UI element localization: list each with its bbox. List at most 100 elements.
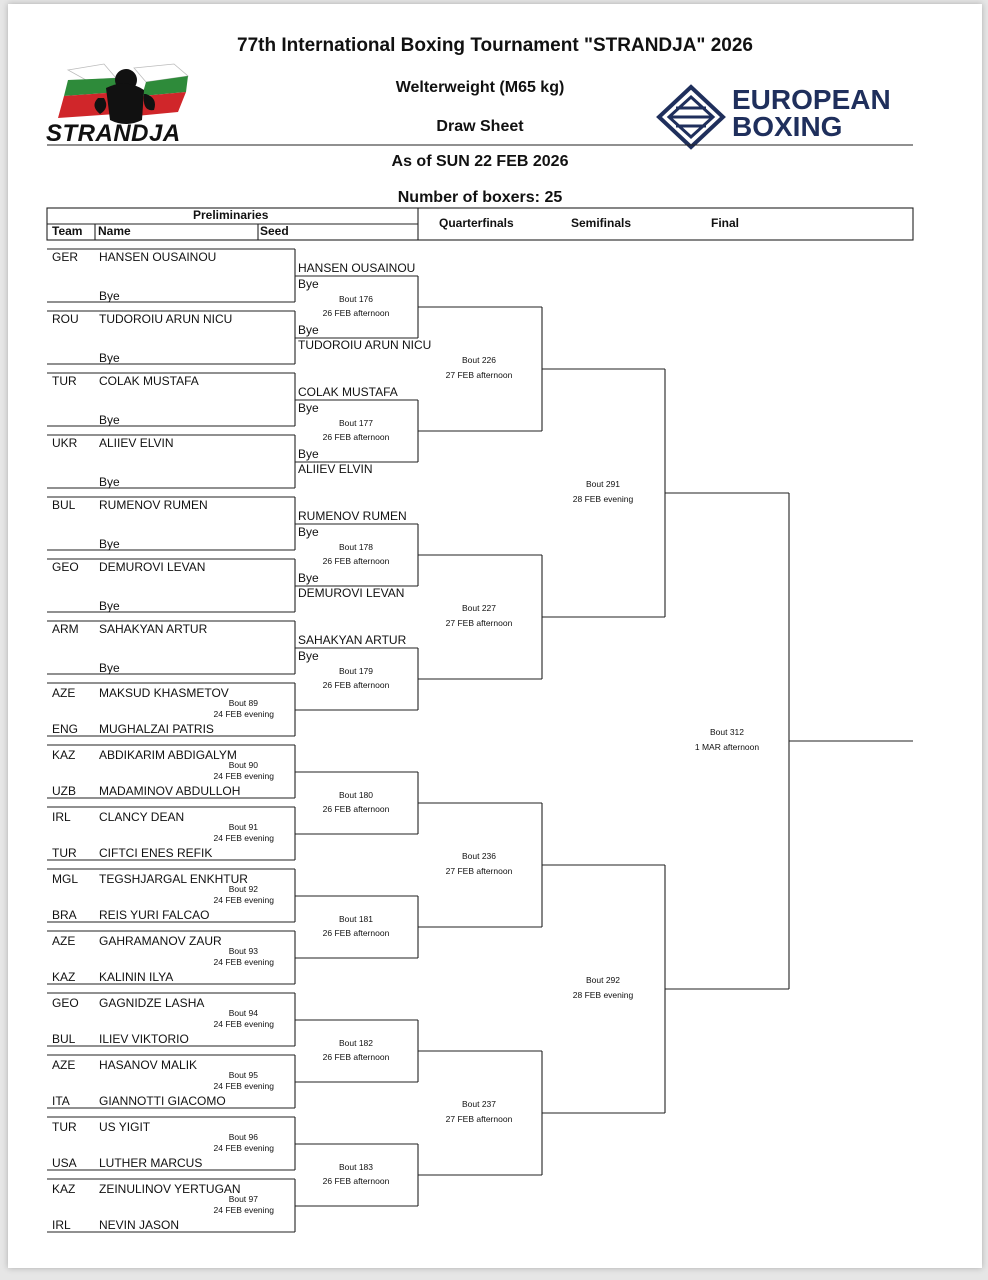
eb-word-1: EUROPEAN (732, 84, 891, 115)
team-code: AZE (52, 1058, 76, 1072)
bout-time: 24 FEB evening (213, 1143, 274, 1153)
team-code: MGL (52, 872, 79, 886)
boxer-name: CLANCY DEAN (99, 810, 185, 824)
bout-number: Bout 89 (228, 698, 258, 708)
bye-label: Bye (298, 649, 319, 663)
boxer-name: MUGHALZAI PATRIS (99, 722, 214, 736)
bye-label: Bye (99, 289, 120, 303)
bye-label: Bye (99, 599, 120, 613)
page-title: 77th International Boxing Tournament "ST… (237, 35, 753, 56)
team-code: KAZ (52, 1182, 76, 1196)
bout-time: 24 FEB evening (213, 895, 274, 905)
bout-time: 24 FEB evening (213, 833, 274, 843)
bout-time: 27 FEB afternoon (445, 370, 513, 380)
bout-number: Bout 227 (461, 603, 497, 613)
r16-winner: TUDOROIU ARUN NICU (298, 338, 432, 352)
boxer-name: LUTHER MARCUS (99, 1156, 203, 1170)
bout-number: Bout 179 (338, 666, 374, 676)
bye-label: Bye (298, 447, 319, 461)
team-code: AZE (52, 686, 76, 700)
bout-time: 28 FEB evening (572, 494, 634, 504)
bout-time: 27 FEB afternoon (445, 618, 513, 628)
r16-winner: DEMUROVI LEVAN (298, 586, 405, 600)
col-seed: Seed (260, 224, 289, 238)
boxer-name: COLAK MUSTAFA (99, 374, 199, 388)
bye-label: Bye (99, 413, 120, 427)
bout-number: Bout 182 (338, 1038, 374, 1048)
col-preliminaries: Preliminaries (193, 208, 269, 222)
strandja-wordmark: STRANDJA (46, 120, 181, 147)
bye-label: Bye (99, 475, 120, 489)
bout-number: Bout 292 (585, 975, 621, 985)
team-code: UZB (52, 784, 76, 798)
bout-time: 27 FEB afternoon (445, 866, 513, 876)
bout-time: 26 FEB afternoon (322, 928, 390, 938)
boxer-name: DEMUROVI LEVAN (99, 560, 206, 574)
team-code: TUR (52, 846, 77, 860)
ring-diamond-icon (656, 84, 726, 150)
bout-time: 1 MAR afternoon (694, 742, 760, 752)
bout-number: Bout 90 (228, 760, 258, 770)
team-code: GEO (52, 996, 79, 1010)
bout-number: Bout 180 (338, 790, 374, 800)
bout-time: 27 FEB afternoon (445, 1114, 513, 1124)
r16-winner: RUMENOV RUMEN (298, 509, 407, 523)
bye-label: Bye (298, 401, 319, 415)
r16-winner: COLAK MUSTAFA (298, 385, 398, 399)
bracket-lines (46, 144, 914, 1233)
team-code: GEO (52, 560, 79, 574)
eb-word-2: BOXING (732, 111, 843, 142)
bout-time: 24 FEB evening (213, 709, 274, 719)
col-final: Final (711, 216, 740, 230)
col-team: Team (52, 224, 83, 238)
bout-number: Bout 95 (228, 1070, 258, 1080)
team-code: ENG (52, 722, 79, 736)
team-code: AZE (52, 934, 76, 948)
bout-number: Bout 93 (228, 946, 258, 956)
team-code: TUR (52, 1120, 77, 1134)
boxer-name: ALIIEV ELVIN (99, 436, 174, 450)
boxer-name: ABDIKARIM ABDIGALYM (99, 748, 237, 762)
r16-winner: ALIIEV ELVIN (298, 462, 373, 476)
bye-label: Bye (99, 537, 120, 551)
boxer-name: ZEINULINOV YERTUGAN (99, 1182, 241, 1196)
bout-time: 26 FEB afternoon (322, 432, 390, 442)
boxer-name: GAGNIDZE LASHA (99, 996, 205, 1010)
bout-time: 24 FEB evening (213, 1019, 274, 1029)
boxer-name: CIFTCI ENES REFIK (99, 846, 213, 860)
bout-number: Bout 183 (338, 1162, 374, 1172)
bout-number: Bout 291 (585, 479, 621, 489)
bout-time: 26 FEB afternoon (322, 1176, 390, 1186)
as-of-date: As of SUN 22 FEB 2026 (391, 153, 569, 170)
bout-number: Bout 312 (709, 727, 745, 737)
bout-number: Bout 226 (461, 355, 497, 365)
team-code: TUR (52, 374, 77, 388)
team-code: ARM (52, 622, 79, 636)
bout-number: Bout 181 (338, 914, 374, 924)
bout-number: Bout 97 (228, 1194, 258, 1204)
bye-label: Bye (99, 661, 120, 675)
bye-label: Bye (99, 351, 120, 365)
bye-label: Bye (298, 525, 319, 539)
col-semifinals: Semifinals (571, 216, 632, 230)
boxer-name: US YIGIT (99, 1120, 151, 1134)
boxer-name: HANSEN OUSAINOU (99, 250, 217, 264)
team-code: ITA (52, 1094, 70, 1108)
bout-time: 26 FEB afternoon (322, 804, 390, 814)
bye-label: Bye (298, 323, 319, 337)
bout-time: 26 FEB afternoon (322, 1052, 390, 1062)
bout-number: Bout 92 (228, 884, 258, 894)
boxer-name: MADAMINOV ABDULLOH (99, 784, 241, 798)
boxer-name: GIANNOTTI GIACOMO (99, 1094, 226, 1108)
bout-time: 24 FEB evening (213, 1205, 274, 1215)
team-code: ROU (52, 312, 79, 326)
bout-number: Bout 96 (228, 1132, 258, 1142)
bout-time: 26 FEB afternoon (322, 680, 390, 690)
bout-time: 24 FEB evening (213, 1081, 274, 1091)
team-code: KAZ (52, 970, 76, 984)
bulgaria-flag-boxer-icon (58, 63, 189, 124)
boxer-name: KALININ ILYA (99, 970, 174, 984)
team-code: GER (52, 250, 79, 264)
team-code: KAZ (52, 748, 76, 762)
bout-time: 24 FEB evening (213, 771, 274, 781)
